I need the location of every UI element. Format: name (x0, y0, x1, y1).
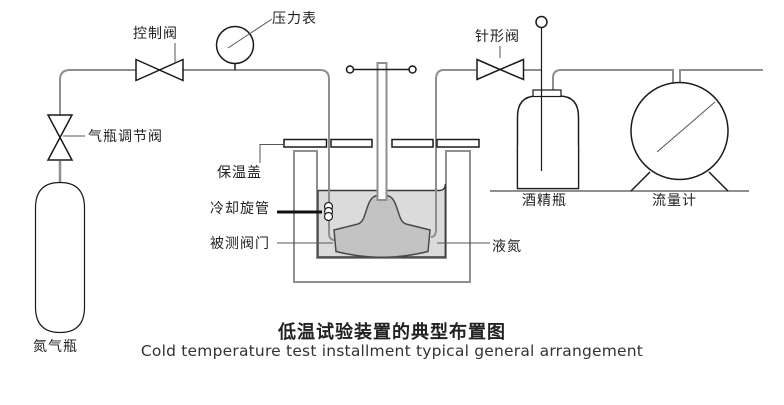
flowmeter-leg-right (708, 171, 729, 192)
valve-under-test-label: 被测阀门 (210, 236, 270, 252)
control-valve-symbol (135, 43, 184, 82)
nitrogen-cylinder-label: 氮气瓶 (33, 339, 78, 355)
tank-outer-shell (293, 150, 471, 283)
gauge-needle-leader (227, 18, 273, 49)
control-valve-label: 控制阀 (133, 26, 178, 42)
flowmeter-dial (630, 81, 729, 181)
lid-segment (436, 138, 480, 148)
flow-meter-label: 流量计 (652, 193, 697, 209)
bottle-to-flowmeter-pipe (552, 69, 673, 92)
insulation-cover-leader (259, 144, 283, 163)
gauge-dial (215, 25, 255, 65)
needle-valve-right-triangle (498, 58, 525, 81)
alcohol-bottle-symbol (516, 15, 580, 190)
cylinder-body (34, 181, 86, 334)
bottle-cap (532, 89, 562, 98)
nitrogen-cylinder-symbol (34, 181, 86, 334)
lid-segment (283, 138, 328, 148)
handle-knob-left (345, 65, 355, 74)
diagram-title-chinese: 低温试验装置的典型布置图 (278, 322, 506, 343)
cylinder-regulator-valve-label: 气瓶调节阀 (88, 129, 163, 145)
flowmeter-needle (656, 101, 716, 153)
cooling-coil-symbol (323, 201, 334, 222)
valve-stem-assembly (345, 62, 417, 201)
pressure-gauge-symbol (215, 18, 273, 70)
liquid-nitrogen-label: 液氮 (492, 239, 522, 255)
coil-loop (323, 211, 334, 222)
insulation-cover-lid (283, 138, 480, 148)
cooling-coil-label: 冷却旋管 (210, 201, 270, 217)
pressure-gauge-label: 压力表 (272, 11, 317, 27)
needle-valve-label: 针形阀 (475, 29, 520, 45)
flowmeter-leg-left (630, 171, 651, 192)
cylinder-regulator-valve-symbol (46, 114, 85, 161)
regulator-valve-top-triangle (46, 114, 74, 140)
insulation-cover-label: 保温盖 (217, 165, 262, 181)
needle-valve-symbol (476, 58, 525, 81)
lid-segment (330, 138, 373, 148)
handle-knob-right (408, 65, 417, 74)
valve-stem (376, 62, 388, 201)
supply-pipe (59, 69, 136, 115)
flow-meter-symbol (630, 81, 729, 192)
bottle-wall-left (516, 145, 580, 190)
valve-body-shape (333, 194, 431, 258)
control-valve-left-triangle (135, 58, 162, 82)
inlet-pipe-in-bath (328, 190, 336, 241)
control-valve-right-triangle (157, 58, 184, 82)
label-leaders (259, 46, 501, 244)
valve-under-test-body (333, 194, 431, 258)
outlet-pipe-in-bath (430, 190, 437, 238)
bubbler-tube-bulb (535, 15, 548, 29)
alcohol-bottle-label: 酒精瓶 (522, 193, 567, 209)
needle-valve-left-triangle (476, 58, 502, 81)
regulator-valve-bottom-triangle (46, 135, 74, 161)
diagram-title-english: Cold temperature test installment typica… (140, 342, 644, 360)
lid-segment (391, 138, 434, 148)
